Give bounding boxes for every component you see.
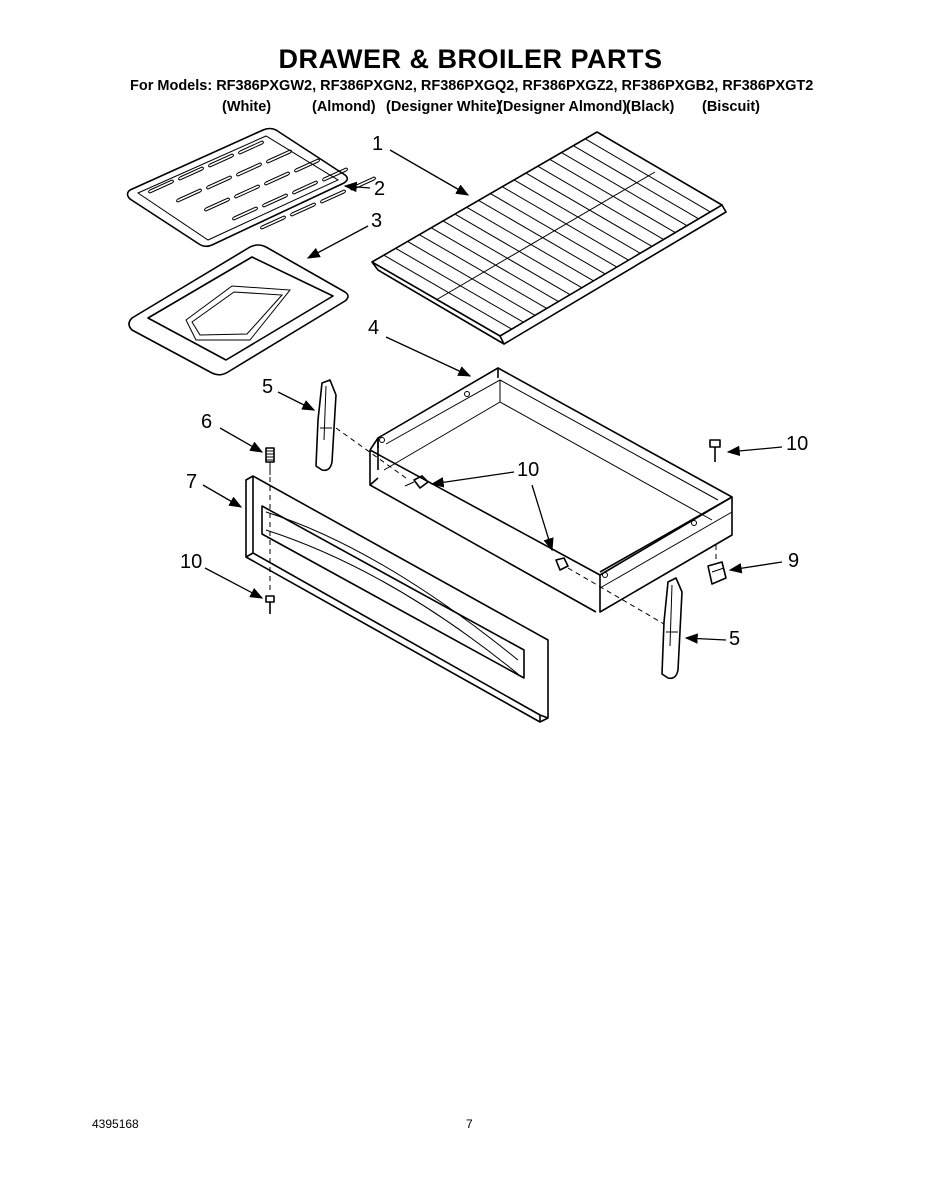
screw-icon bbox=[709, 439, 721, 462]
grid-slot bbox=[176, 188, 202, 203]
callout-3: 3 bbox=[371, 210, 382, 232]
grid-slot bbox=[204, 197, 230, 212]
rack-wire bbox=[407, 241, 536, 316]
grid-slot bbox=[260, 215, 286, 230]
rack-wire bbox=[395, 247, 524, 323]
screw-icon bbox=[265, 595, 275, 614]
oven-rack-icon bbox=[371, 131, 727, 345]
grid-slot bbox=[208, 153, 234, 168]
callout-6: 6 bbox=[201, 411, 212, 433]
rack-wire bbox=[419, 234, 547, 309]
grid-slot bbox=[294, 158, 320, 173]
rack-wire bbox=[525, 172, 653, 247]
rack-wire bbox=[573, 145, 699, 220]
callout-10-right: 10 bbox=[786, 433, 808, 455]
drawer-slide-icon bbox=[661, 577, 683, 680]
callout-5-right: 5 bbox=[729, 628, 740, 650]
grid-slot bbox=[232, 206, 258, 221]
drawer-icon bbox=[369, 367, 733, 613]
broiler-pan-icon bbox=[128, 244, 349, 376]
color-white: (White) bbox=[222, 99, 272, 115]
grid-slot bbox=[238, 140, 264, 155]
rack-wire bbox=[383, 254, 512, 330]
screw-icon bbox=[404, 475, 429, 489]
rack-wire bbox=[478, 199, 606, 275]
color-almond: (Almond) bbox=[312, 99, 376, 115]
callout-10-center: 10 bbox=[517, 459, 539, 481]
rack-wire bbox=[466, 206, 594, 282]
drawer-front-panel-icon bbox=[245, 475, 549, 723]
screw-icon bbox=[555, 557, 569, 571]
color-biscuit: (Biscuit) bbox=[702, 99, 760, 115]
grid-slot bbox=[264, 171, 290, 186]
clip-icon bbox=[707, 545, 727, 585]
broiler-grid-icon bbox=[126, 127, 376, 248]
callout-9: 9 bbox=[788, 550, 799, 572]
rack-wire bbox=[442, 220, 571, 296]
rack-wire bbox=[430, 227, 559, 302]
callout-4: 4 bbox=[368, 317, 379, 339]
callout-labels: 1 2 3 4 5 6 7 10 10 9 10 5 bbox=[180, 133, 808, 650]
rack-wire bbox=[549, 158, 676, 234]
grid-slot bbox=[262, 193, 288, 208]
spring-clip-icon bbox=[265, 447, 275, 475]
color-designer-almond: (Designer Almond) bbox=[498, 99, 628, 115]
grid-slot bbox=[236, 162, 262, 177]
drawer-slide-icon bbox=[315, 379, 337, 472]
grid-slot bbox=[290, 202, 316, 217]
rack-wire bbox=[537, 165, 664, 240]
document-number: 4395168 bbox=[92, 1117, 139, 1131]
callout-leaders bbox=[202, 149, 783, 644]
rack-wire bbox=[561, 152, 688, 227]
callout-1: 1 bbox=[372, 133, 383, 155]
grid-slot bbox=[148, 179, 174, 194]
callout-2: 2 bbox=[374, 178, 385, 200]
color-black: (Black) bbox=[626, 99, 675, 115]
rack-wire bbox=[513, 179, 641, 254]
color-designer-white: (Designer White) bbox=[386, 99, 502, 115]
grid-slot bbox=[292, 180, 318, 195]
rack-wire bbox=[490, 193, 618, 268]
grid-slot bbox=[206, 175, 232, 190]
page-number: 7 bbox=[466, 1117, 473, 1131]
grid-slot bbox=[178, 166, 204, 181]
rack-wire bbox=[502, 186, 629, 261]
callout-10-left: 10 bbox=[180, 551, 202, 573]
rack-wire bbox=[454, 213, 583, 289]
grid-slot bbox=[234, 184, 260, 199]
grid-slot bbox=[322, 167, 348, 182]
grid-slot bbox=[266, 149, 292, 164]
callout-5-left: 5 bbox=[262, 376, 273, 398]
page-title: DRAWER & BROILER PARTS bbox=[278, 44, 663, 74]
rack-wire bbox=[584, 138, 711, 213]
models-line: For Models: RF386PXGW2, RF386PXGN2, RF38… bbox=[130, 78, 814, 94]
callout-7: 7 bbox=[186, 471, 197, 493]
